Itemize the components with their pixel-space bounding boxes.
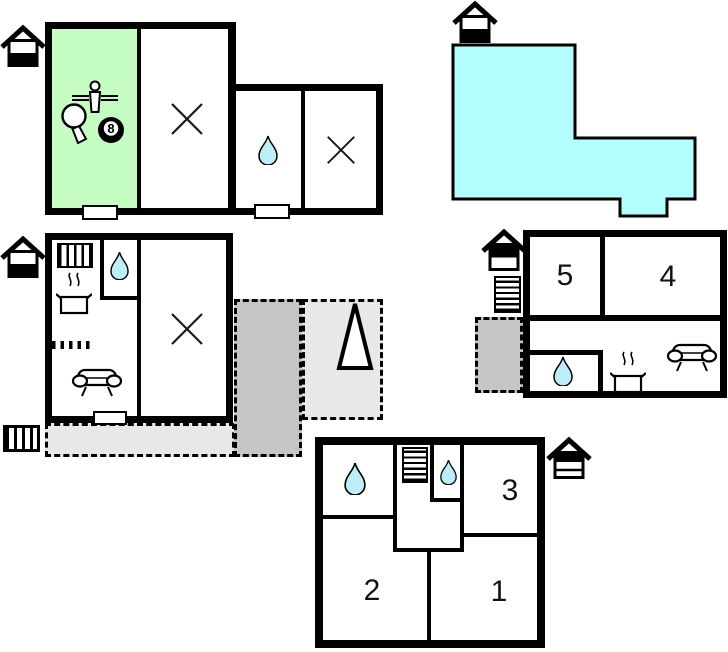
storey-indicator-icon-top3: [546, 436, 592, 480]
bottom-bathroom-wall: [323, 515, 397, 519]
games-room-door: [82, 205, 118, 220]
water-drop-icon: [110, 251, 129, 280]
storey-indicator-icon-ground: [452, 0, 498, 44]
wc-wall-left: [430, 445, 434, 502]
room-4-label: 4: [659, 260, 677, 293]
stairs-icon: [494, 276, 521, 313]
sofa-icon: [666, 341, 718, 373]
tree-icon: [336, 303, 374, 370]
storey-indicator-icon-ground: [0, 24, 46, 68]
room2-room1-divider: [427, 552, 431, 640]
ground-floor-room-cross: [141, 240, 226, 416]
room-1-label: 1: [490, 575, 508, 608]
storey-indicator-icon-upper: [481, 228, 527, 272]
water-drop-icon: [344, 462, 366, 495]
water-drop-icon: [440, 459, 457, 485]
room3-wall-bottom: [460, 533, 537, 537]
kitchen-pot-icon: [56, 270, 92, 316]
stairs-icon: [402, 447, 428, 483]
upper-bathroom-wall-top: [530, 350, 603, 355]
game-house-room-cross-1: [141, 29, 228, 208]
hall-wall-left: [393, 445, 397, 552]
sofa-icon: [71, 366, 123, 398]
upper-floor-row-divider: [530, 315, 720, 321]
ground-bathroom-wall-bottom: [100, 296, 141, 300]
hall-wall-bottom: [393, 548, 464, 552]
billiard-ball-number: 8: [107, 121, 114, 136]
table-tennis-icon: [61, 103, 88, 145]
ground-floor-door: [93, 411, 127, 425]
wc-wall-bottom: [430, 498, 464, 502]
room-5-label: 5: [556, 259, 574, 292]
stairs-icon: [57, 243, 93, 268]
upper-bathroom-wall-right: [598, 350, 603, 391]
terrace-light-bottom: [45, 423, 235, 457]
upper-floor-terrace: [475, 317, 523, 393]
storey-indicator-icon-ground: [0, 235, 46, 279]
billiards-8-ball-icon: 8: [98, 117, 124, 143]
room-3-label: 3: [501, 474, 519, 507]
cross-room-icon: [326, 135, 356, 165]
kitchen-pot-icon: [610, 349, 646, 395]
water-area: [451, 43, 697, 218]
water-drop-icon: [553, 356, 573, 386]
foosball-icon: [72, 80, 118, 113]
game-house-bathroom-door: [254, 204, 290, 219]
terrace-dark-covered: [234, 299, 302, 457]
radiator-icon: [52, 341, 94, 349]
cross-room-icon: [170, 312, 204, 346]
window-icon: [3, 425, 40, 452]
room5-room4-divider: [600, 237, 605, 315]
cross-room-icon: [170, 102, 204, 136]
water-drop-icon: [258, 135, 278, 165]
room-2-label: 2: [363, 574, 381, 607]
ground-bathroom-wall-left: [100, 240, 104, 300]
